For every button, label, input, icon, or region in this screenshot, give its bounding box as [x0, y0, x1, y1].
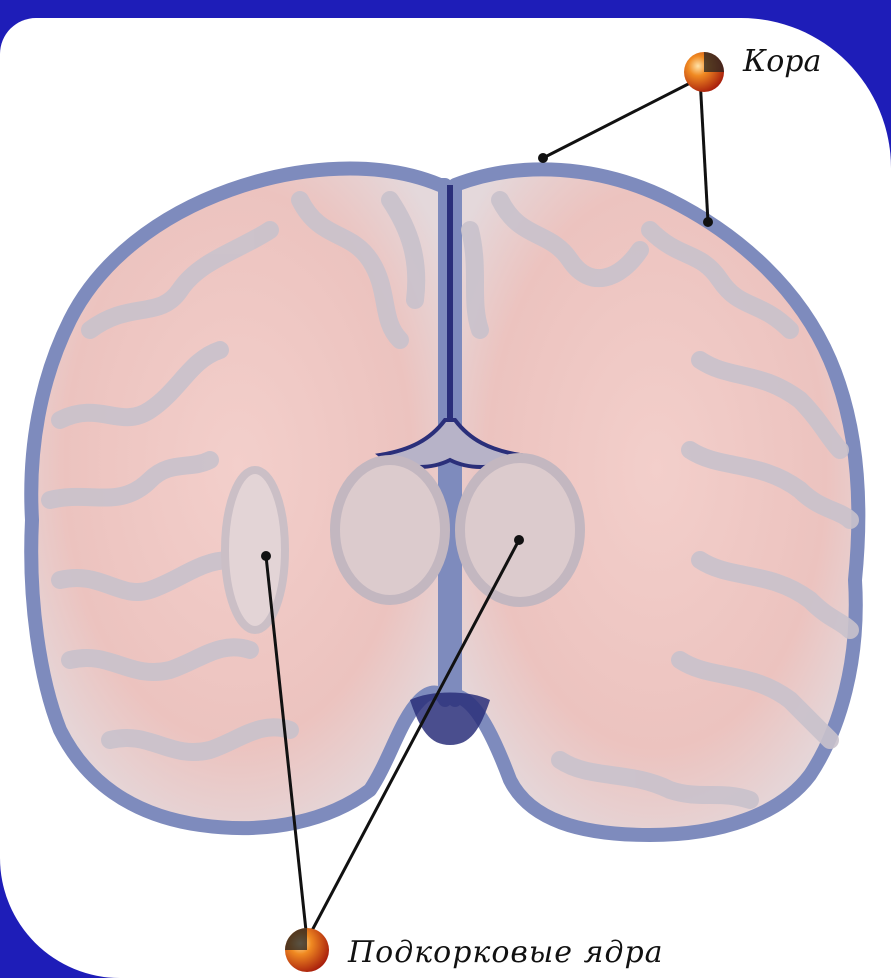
sphere-marker-icon [285, 928, 329, 972]
cortex-label: Кора [743, 44, 821, 79]
left-putamen [225, 470, 285, 630]
left-nucleus [335, 460, 445, 600]
subcortical-nuclei-label: Подкорковые ядра [348, 935, 664, 970]
right-nucleus [460, 458, 580, 602]
brainstem-notch [410, 693, 490, 746]
sphere-marker-icon [684, 52, 724, 92]
